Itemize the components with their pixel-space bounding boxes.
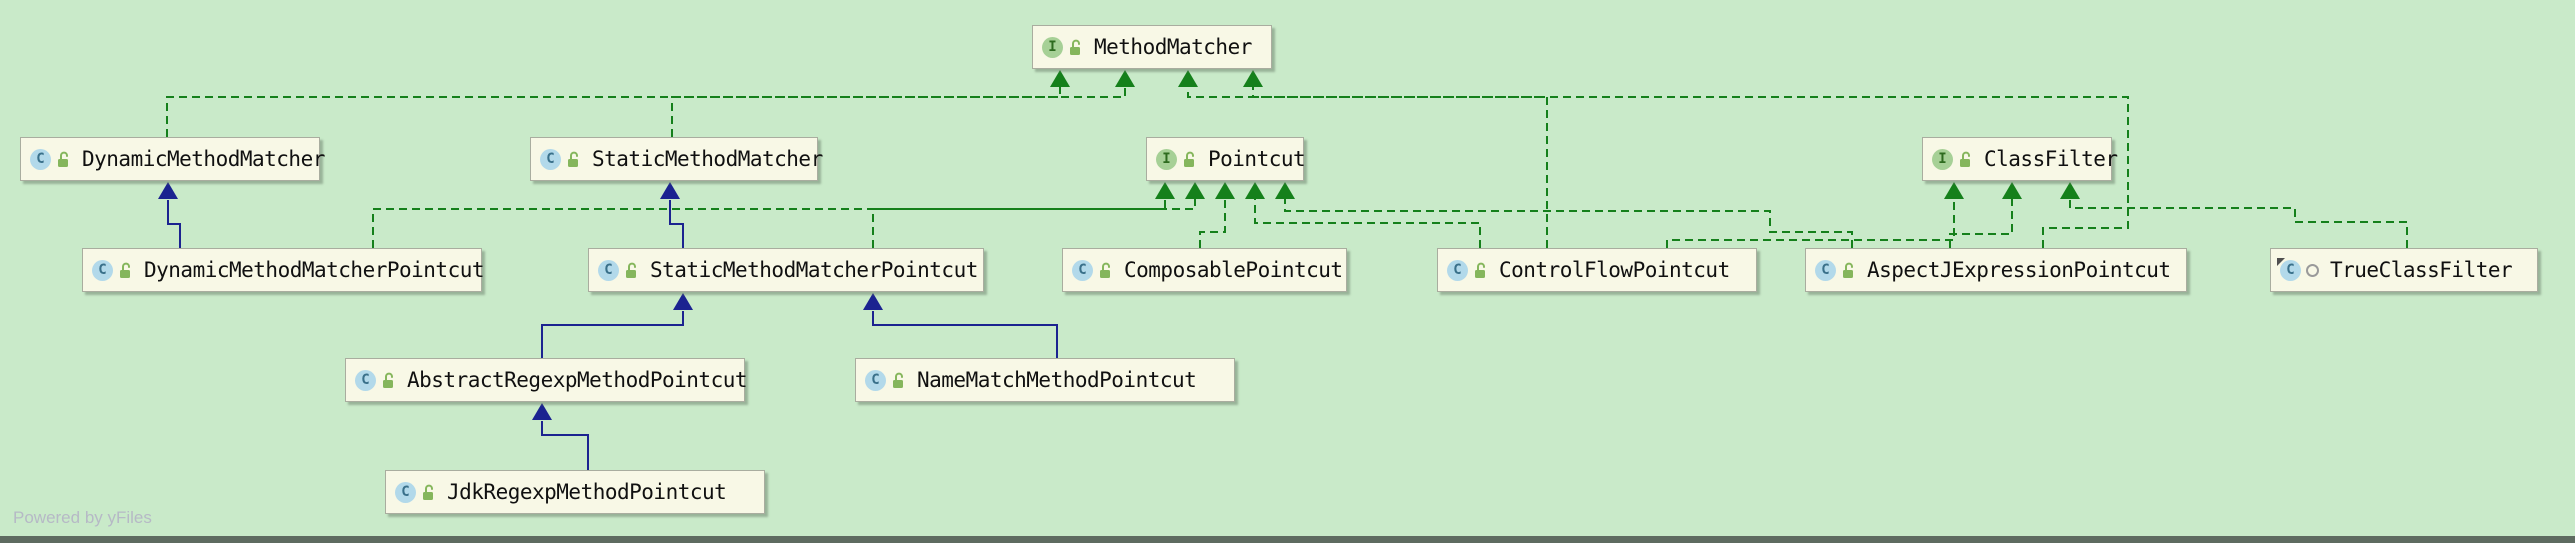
node-AbstractRegexpMethodPointcut[interactable]: C AbstractRegexpMethodPointcut	[345, 358, 748, 402]
visibility-public-lock-icon	[1473, 262, 1488, 279]
node-StaticMethodMatcher[interactable]: C StaticMethodMatcher	[530, 137, 823, 181]
arrowhead-AspectJExpressionPointcut-to-ClassFilter	[2002, 182, 2022, 199]
edge-inheritance-JdkRegexpMethodPointcut-to-AbstractRegexpMethodPointcut	[541, 421, 589, 470]
edge-realization-ControlFlowPointcut-to-MethodMatcher	[1187, 87, 1548, 248]
node-StaticMethodMatcherPointcut[interactable]: C StaticMethodMatcherPointcut	[588, 248, 984, 292]
class-icon: C	[1815, 259, 1836, 281]
node-ClassFilter[interactable]: I ClassFilter	[1922, 137, 2118, 181]
node-label: JdkRegexpMethodPointcut	[447, 480, 727, 504]
arrowhead-DynamicMethodMatcher-to-MethodMatcher	[1050, 70, 1070, 87]
visibility-public-lock-icon	[624, 262, 639, 279]
edge-realization-AspectJExpressionPointcut-to-ClassFilter	[1949, 199, 2013, 248]
edge-realization-ControlFlowPointcut-to-Pointcut	[1254, 199, 1481, 248]
node-DynamicMethodMatcherPointcut[interactable]: C DynamicMethodMatcherPointcut	[82, 248, 485, 292]
arrowhead-StaticMethodMatcher-to-MethodMatcher	[1115, 70, 1135, 87]
node-AspectJExpressionPointcut[interactable]: C AspectJExpressionPointcut	[1805, 248, 2187, 292]
visibility-public-lock-icon	[118, 262, 133, 279]
class-icon: C	[598, 259, 619, 281]
visibility-public-lock-icon	[1182, 151, 1197, 168]
arrowhead-StaticMethodMatcherPointcut-to-Pointcut	[1185, 182, 1205, 199]
arrowhead-StaticMethodMatcherPointcut-to-StaticMethodMatcher	[660, 182, 680, 199]
edge-realization-StaticMethodMatcher-to-MethodMatcher	[671, 87, 1126, 137]
edge-inheritance-DynamicMethodMatcherPointcut-to-DynamicMethodMatcher	[167, 200, 181, 248]
final-marker-icon	[2277, 257, 2285, 266]
arrowhead-AbstractRegexpMethodPointcut-to-StaticMethodMatcherPointcut	[673, 293, 693, 310]
arrowhead-ComposablePointcut-to-Pointcut	[1215, 182, 1235, 199]
edge-realization-AspectJExpressionPointcut-to-Pointcut	[1284, 199, 1853, 248]
class-icon: C	[865, 369, 886, 391]
visibility-public-lock-icon	[1958, 151, 1973, 168]
node-label: AbstractRegexpMethodPointcut	[407, 368, 748, 392]
visibility-public-lock-icon	[566, 151, 581, 168]
visibility-public-lock-icon	[1841, 262, 1856, 279]
edge-realization-AspectJExpressionPointcut-to-MethodMatcher	[1252, 87, 2129, 248]
arrowhead-DynamicMethodMatcherPointcut-to-Pointcut	[1155, 182, 1175, 199]
edge-realization-ControlFlowPointcut-to-ClassFilter	[1666, 199, 1955, 248]
node-label: ComposablePointcut	[1124, 258, 1343, 282]
node-TrueClassFilter[interactable]: C TrueClassFilter	[2270, 248, 2538, 292]
arrowhead-ControlFlowPointcut-to-ClassFilter	[1944, 182, 1964, 199]
edge-realization-DynamicMethodMatcherPointcut-to-Pointcut	[372, 199, 1166, 248]
class-icon: C	[1447, 259, 1468, 281]
visibility-public-lock-icon	[1068, 39, 1083, 56]
arrowhead-AspectJExpressionPointcut-to-Pointcut	[1275, 182, 1295, 199]
node-DynamicMethodMatcher[interactable]: C DynamicMethodMatcher	[20, 137, 325, 181]
arrowhead-AspectJExpressionPointcut-to-MethodMatcher	[1243, 70, 1263, 87]
visibility-public-lock-icon	[421, 484, 436, 501]
node-ControlFlowPointcut[interactable]: C ControlFlowPointcut	[1437, 248, 1757, 292]
arrowhead-NameMatchMethodPointcut-to-StaticMethodMatcherPointcut	[863, 293, 883, 310]
node-label: DynamicMethodMatcher	[82, 147, 325, 171]
visibility-public-lock-icon	[891, 372, 906, 389]
edge-inheritance-AbstractRegexpMethodPointcut-to-StaticMethodMatcherPointcut	[541, 311, 684, 358]
node-label: DynamicMethodMatcherPointcut	[144, 258, 485, 282]
node-Pointcut[interactable]: I Pointcut	[1146, 137, 1306, 181]
visibility-public-lock-icon	[1098, 262, 1113, 279]
node-label: ClassFilter	[1984, 147, 2118, 171]
visibility-public-lock-icon	[381, 372, 396, 389]
class-icon: C	[540, 148, 561, 170]
edge-realization-TrueClassFilter-to-ClassFilter	[2069, 199, 2408, 248]
class-icon: C	[1072, 259, 1093, 281]
arrowhead-ControlFlowPointcut-to-MethodMatcher	[1178, 70, 1198, 87]
node-MethodMatcher[interactable]: I MethodMatcher	[1032, 25, 1272, 69]
class-icon: C	[355, 369, 376, 391]
edge-realization-DynamicMethodMatcher-to-MethodMatcher	[166, 87, 1061, 137]
interface-icon: I	[1042, 36, 1063, 58]
node-label: StaticMethodMatcher	[592, 147, 823, 171]
class-icon: C	[30, 148, 51, 170]
interface-icon: I	[1156, 148, 1177, 170]
visibility-package-icon	[2306, 263, 2319, 277]
bottom-bar	[0, 536, 2575, 543]
arrowhead-TrueClassFilter-to-ClassFilter	[2060, 182, 2080, 199]
node-label: TrueClassFilter	[2330, 258, 2513, 282]
class-icon: C	[92, 259, 113, 281]
edge-realization-ComposablePointcut-to-Pointcut	[1199, 199, 1226, 248]
node-label: StaticMethodMatcherPointcut	[650, 258, 978, 282]
edge-inheritance-StaticMethodMatcherPointcut-to-StaticMethodMatcher	[669, 200, 684, 248]
class-icon: C	[395, 481, 416, 503]
node-label: MethodMatcher	[1094, 35, 1252, 59]
arrowhead-ControlFlowPointcut-to-Pointcut	[1245, 182, 1265, 199]
node-label: AspectJExpressionPointcut	[1867, 258, 2171, 282]
node-label: ControlFlowPointcut	[1499, 258, 1730, 282]
node-label: NameMatchMethodPointcut	[917, 368, 1197, 392]
node-ComposablePointcut[interactable]: C ComposablePointcut	[1062, 248, 1347, 292]
arrowhead-JdkRegexpMethodPointcut-to-AbstractRegexpMethodPointcut	[532, 403, 552, 420]
visibility-public-lock-icon	[56, 151, 71, 168]
node-NameMatchMethodPointcut[interactable]: C NameMatchMethodPointcut	[855, 358, 1235, 402]
edge-inheritance-NameMatchMethodPointcut-to-StaticMethodMatcherPointcut	[872, 311, 1058, 358]
node-JdkRegexpMethodPointcut[interactable]: C JdkRegexpMethodPointcut	[385, 470, 765, 514]
node-label: Pointcut	[1208, 147, 1306, 171]
arrowhead-DynamicMethodMatcherPointcut-to-DynamicMethodMatcher	[158, 182, 178, 199]
edge-realization-StaticMethodMatcherPointcut-to-Pointcut	[872, 199, 1196, 248]
class-icon: C	[2277, 257, 2301, 281]
watermark: Powered by yFiles	[13, 508, 152, 527]
interface-icon: I	[1932, 148, 1953, 170]
